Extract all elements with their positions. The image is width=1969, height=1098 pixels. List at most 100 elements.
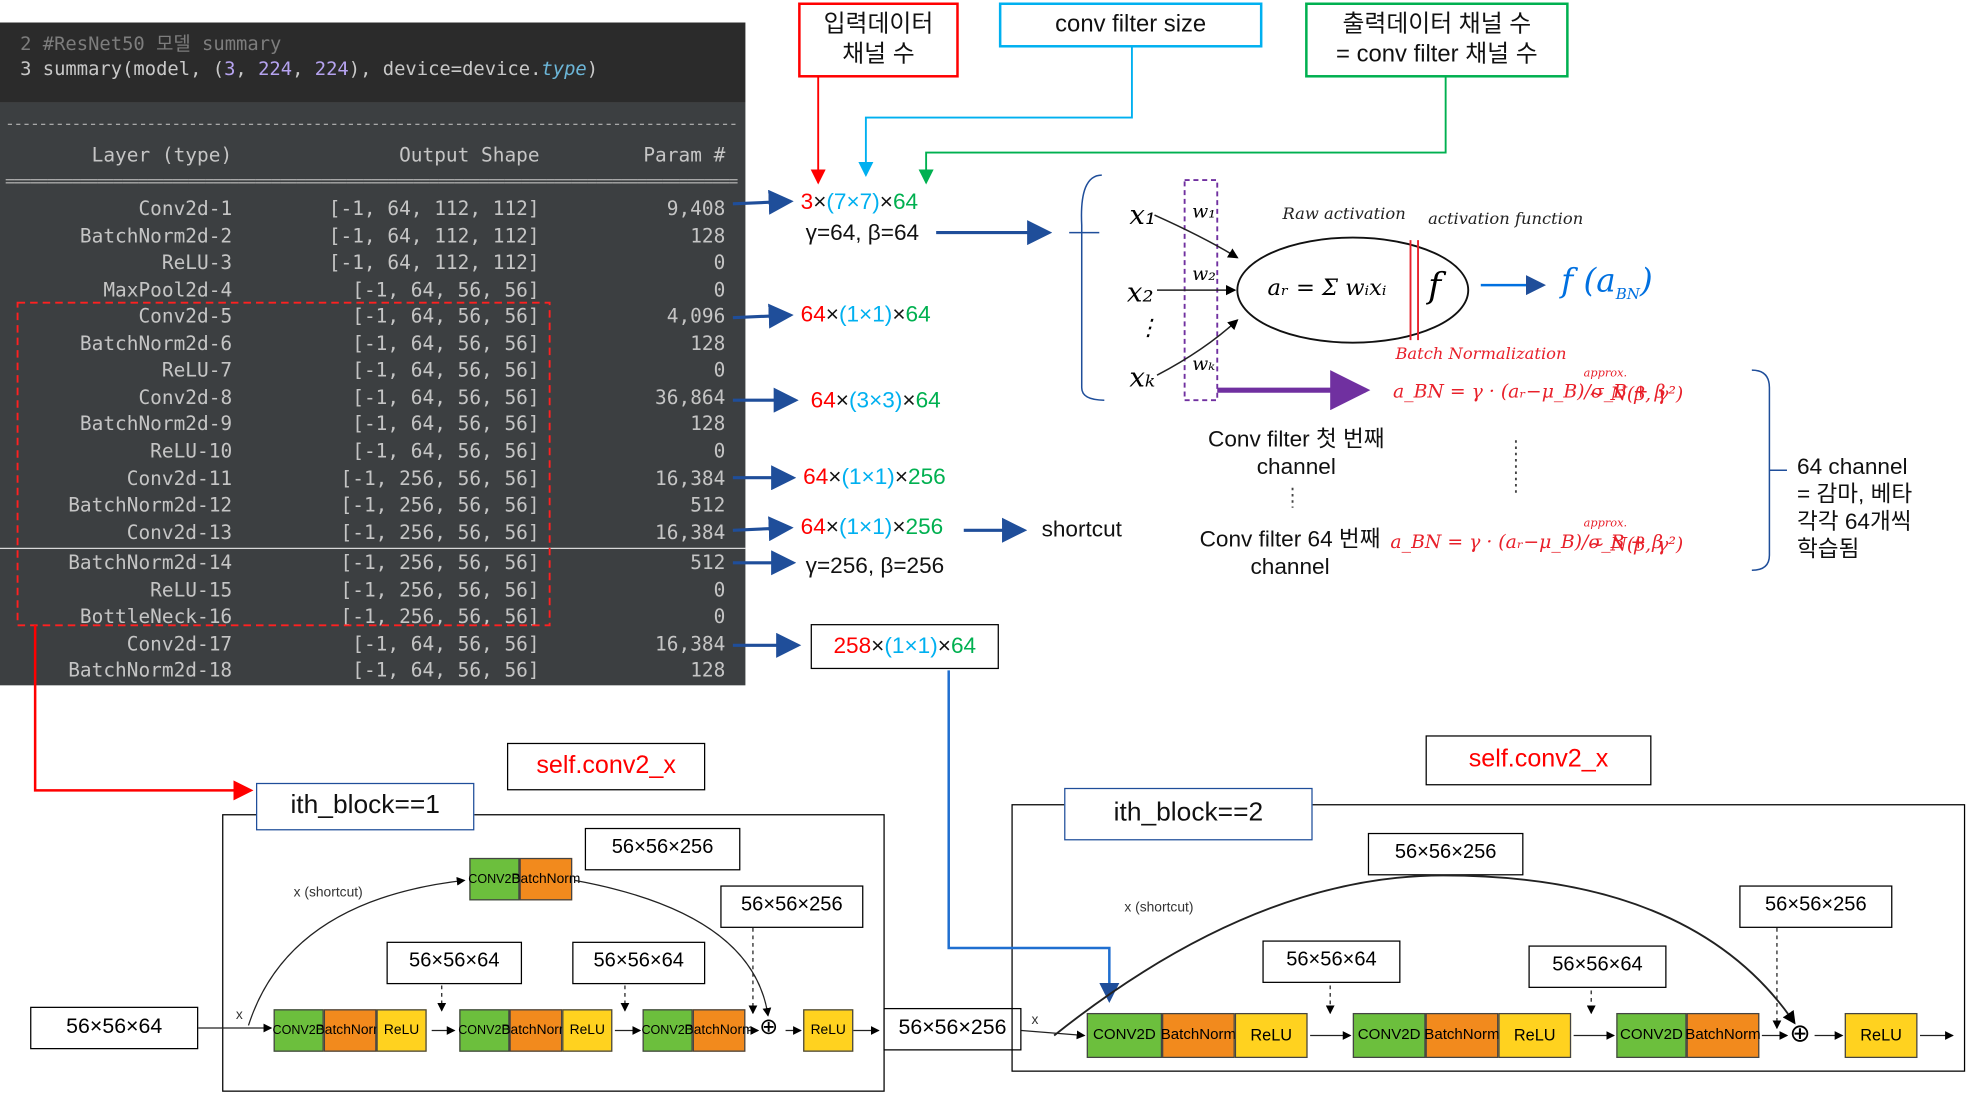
block2-shortcut-label: x (shortcut) [1124,900,1194,916]
row-param: 16,384 [655,467,726,490]
row-shape: [-1, 64, 56, 56] [352,359,540,382]
ann-conv13: 64×(1×1)×256 [801,514,944,540]
ann-out: 64 [915,387,941,413]
summary-output [0,102,746,686]
bn-text: Batch [501,1022,537,1038]
ann-in: 64 [800,301,826,327]
block2-relu-2: ReLU [1498,1012,1572,1059]
activation-function-label: activation function [1428,210,1584,229]
block2-conv-2: CONV2D [1352,1012,1426,1059]
block1-dim-2: 56×56×64 [572,941,706,985]
bn-text: Batch [1424,1026,1463,1044]
row-layer: ReLU-3 [161,251,233,274]
block1-relu-out: ReLU [803,1009,854,1052]
row-layer: BatchNorm2d-12 [68,494,233,517]
row-layer: BottleNeck-16 [79,605,233,629]
code-text: , [292,57,315,81]
callout-output-text: 출력데이터 채널 수 = conv filter 채널 수 [1336,11,1538,68]
block2-title: self.conv2_x [1425,735,1652,786]
arrow-to-block1 [33,625,254,801]
ann-bn1: γ=64, β=64 [805,220,920,246]
block2-conv-1: CONV2D [1086,1012,1163,1059]
bn-text: Batch [315,1022,351,1038]
block2-x-label: x [1031,1012,1039,1028]
row-shape: [-1, 64, 56, 56] [352,305,540,328]
code-number: 224 [314,57,349,81]
ann-out: 256 [905,513,944,540]
ann-times: × [892,513,906,540]
bn-text: Batch [511,871,547,887]
bn-formula-1: a_BN = γ · (aᵣ−μ_B)/σ_B + β [1392,380,1666,403]
ann-out: 64 [905,301,931,327]
activation-f: f [1428,265,1442,307]
edge-xk [1156,319,1239,376]
row-layer: BatchNorm2d-18 [68,659,233,683]
bn-text: Norm [536,1022,571,1038]
row-shape: [-1, 64, 56, 56] [352,278,540,301]
ann-times: × [894,463,909,489]
block2-relu-out: ReLU [1844,1012,1918,1059]
block2-dim-2: 56×56×64 [1528,945,1667,988]
row-param: 512 [690,551,726,575]
block2-dim-shortcut: 56×56×256 [1367,832,1524,876]
rule-top: ----------------------------------------… [5,115,738,134]
row-shape: [-1, 64, 112, 112] [328,251,540,274]
row-shape: [-1, 64, 56, 56] [352,440,540,463]
ann-times: × [813,188,827,214]
block1-shortcut-conv: CONV2D [468,857,521,901]
ann-times: × [871,632,885,658]
block1-ith: ith_block==1 [255,782,475,831]
row-param: 0 [713,578,726,602]
block1-input-dim: 56×56×64 [30,1006,199,1050]
header-shape: Output Shape [399,143,540,167]
code-cell: 2 #ResNet50 모델 summary 3 summary(model, … [0,22,746,103]
block1-add-icon: ⊕ [759,1014,779,1041]
edge-b2-input [1021,1029,1086,1040]
row-param: 16,384 [655,632,726,656]
callout-input-text: 입력데이터 채널 수 [823,11,934,68]
ann-kernel: (1×1) [838,301,893,327]
block2-relu-1: ReLU [1234,1012,1308,1059]
annotation-arrows [732,189,1053,658]
block2-dim-add: 56×56×256 [1739,885,1893,928]
code-line-2: 3 summary(model, (3, 224, 224), device=d… [20,58,598,81]
bn-text: Batch [684,1022,720,1038]
row-layer: Conv2d-17 [126,632,233,656]
ann-kernel: (1×1) [838,513,893,540]
code-text: 3 summary(model, ( [20,57,225,81]
ann-times: × [892,301,906,327]
bracket-right [1751,369,1771,572]
row-param: 9,408 [666,197,726,221]
bn-text: Norm [1723,1026,1761,1044]
code-text: ) [586,57,599,81]
row-layer: Conv2d-13 [126,520,233,544]
row-layer: BatchNorm2d-6 [79,332,233,355]
row-layer: ReLU-7 [161,359,233,382]
batch-norm-label: Batch Normalization [1395,345,1567,364]
ann-out: 64 [950,632,977,658]
output-text: f (a [1561,262,1616,301]
ann-times: × [937,632,951,658]
row-param: 128 [690,224,726,248]
ann-out: 64 [892,188,919,214]
ann-kernel: (3×3) [848,387,903,413]
block1-conv-3: CONV2D [641,1009,694,1052]
arrow-conv5 [732,303,794,329]
bn-text: Norm [350,1022,385,1038]
row-layer: Conv2d-5 [138,305,233,328]
callout-filter-text: conv filter size [1055,11,1207,38]
row-param: 0 [713,251,726,274]
ann-kernel: (1×1) [841,463,895,489]
block1-arrows [198,876,880,1035]
block1-shortcut-label: x (shortcut) [293,885,363,901]
ann-conv1: 3×(7×7)×64 [801,189,918,215]
bn-bars [1409,240,1419,341]
block2-arrows [1021,874,1954,1040]
ann-times: × [828,463,842,489]
row-shape: [-1, 256, 56, 56] [340,467,540,490]
ann-bn14: γ=256, β=256 [805,552,945,578]
